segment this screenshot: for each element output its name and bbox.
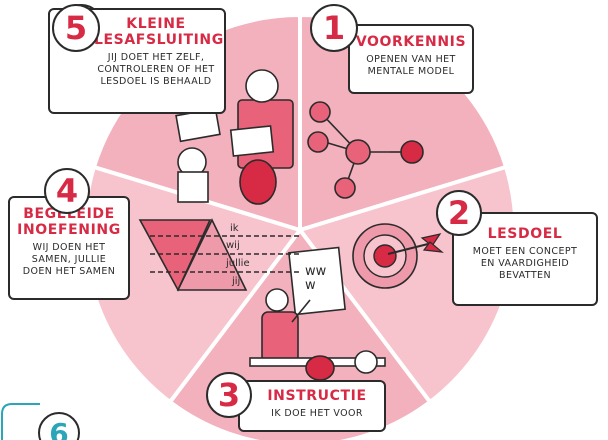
step-3-title: INSTRUCTIE (267, 388, 367, 404)
teacher-whiteboard-icon (249, 246, 386, 381)
step-4-title: BEGELEIDE INOEFENING (17, 206, 121, 238)
step-3-card: INSTRUCTIE IK DOE HET VOOR (238, 380, 386, 432)
step-1-card: VOORKENNIS OPENEN VAN HET MENTALE MODEL (348, 24, 474, 94)
step-4-number: 4 (44, 168, 90, 214)
step-4-description: WIJ DOEN HET SAMEN, JULLIE DOEN HET SAME… (22, 242, 116, 277)
step-2-description: MOET EEN CONCEPT EN VAARDIGHEID BEVATTEN (472, 246, 578, 281)
pyramid-label-ik: ik (230, 223, 239, 234)
step-6-partial-frame (1, 403, 40, 440)
step-3-description: IK DOE HET VOOR (271, 408, 363, 419)
pyramid-icon (138, 218, 300, 292)
pyramid-label-jullie: jullie (226, 258, 250, 269)
network-molecule-icon (307, 101, 424, 199)
step-5-number-top: 5 (52, 4, 100, 52)
step-1-title: VOORKENNIS (355, 34, 467, 50)
step-2-title: LESDOEL (487, 226, 563, 242)
pyramid-label-wij: wij (226, 240, 240, 251)
target-dart-icon (352, 223, 444, 289)
step-2-number: 2 (436, 190, 482, 236)
students-whiteboards-icon (175, 69, 294, 205)
step-6-number: 6 (38, 412, 80, 440)
step-1-description: OPENEN VAN HET MENTALE MODEL (366, 54, 456, 77)
pyramid-label-jij: jij (232, 276, 241, 287)
step-3-number: 3 (206, 372, 252, 418)
step-5-title: KLEINE LESAFSLUITING (94, 16, 224, 48)
step-5-description: JIJ DOET HET ZELF, CONTROLEREN OF HET LE… (97, 52, 215, 87)
whiteboard-scribble: ww w (305, 264, 327, 293)
step-1-number: 1 (310, 4, 358, 52)
